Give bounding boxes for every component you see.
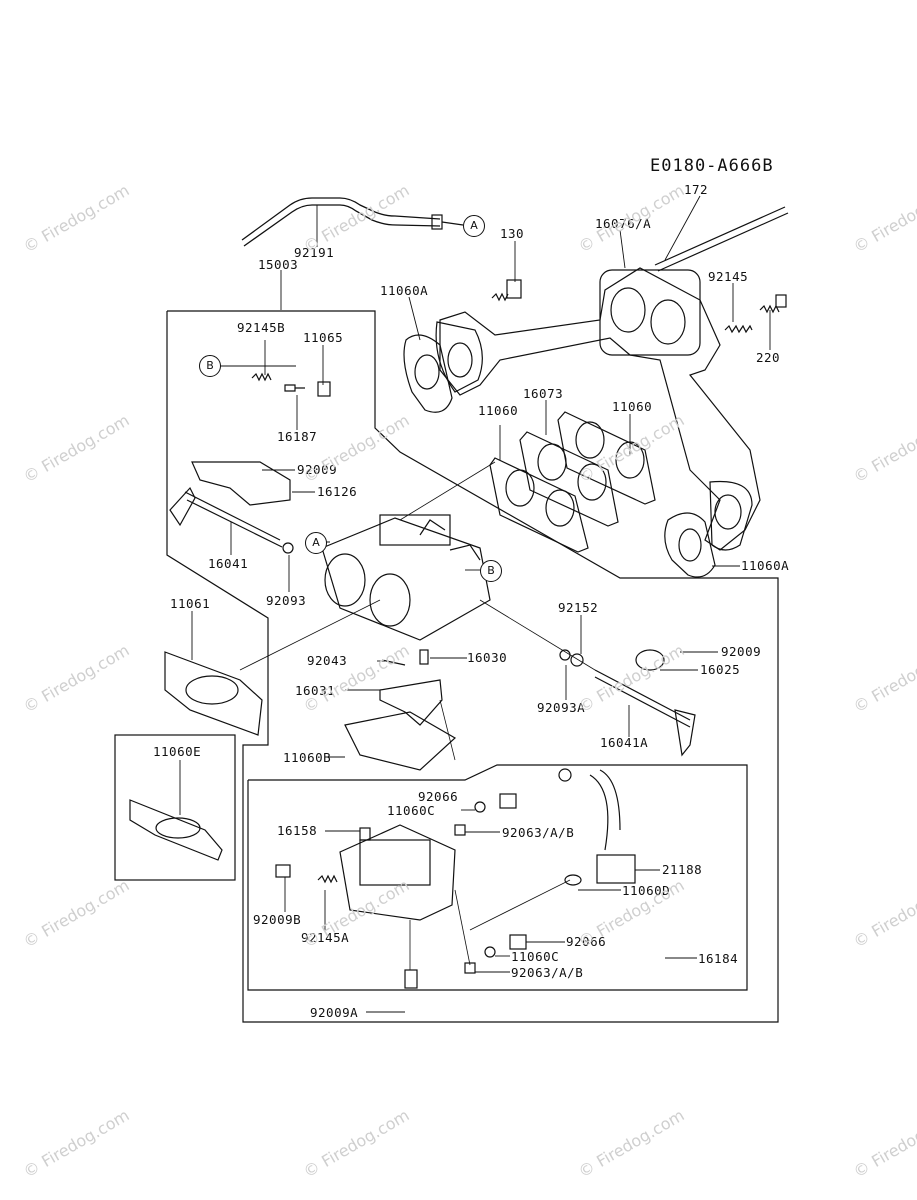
spring-92145B [251, 372, 272, 382]
fuel-tube-92191 [241, 197, 464, 247]
float-bowl [339, 824, 456, 989]
label-130: 130 [500, 226, 525, 241]
label-11060C-top: 11060C [387, 803, 436, 818]
label-11060B: 11060B [283, 750, 332, 765]
needle-16030 [419, 649, 429, 665]
gasket-11060-right [557, 411, 656, 505]
carburetor-body [321, 514, 491, 641]
assembly-outline-15003 [166, 310, 779, 1023]
plate-16126 [191, 461, 291, 506]
oring-11060D [564, 874, 582, 886]
callout-a-mid: A [305, 532, 327, 554]
part-11065 [317, 381, 331, 397]
choke-shaft-16041A [594, 669, 696, 757]
gasket-11060E [129, 799, 223, 861]
spacer-16073 [519, 431, 619, 527]
label-11060E: 11060E [153, 744, 202, 759]
jet-92063-top [454, 824, 466, 836]
label-16041A: 16041A [600, 735, 649, 750]
gasket-11060A-right [664, 512, 716, 578]
label-16030: 16030 [467, 650, 508, 665]
label-16126: 16126 [317, 484, 358, 499]
spring-92145A [317, 874, 338, 884]
screw-92009B [275, 864, 291, 878]
float-16031 [379, 679, 443, 726]
gasket-11060-left [489, 457, 589, 553]
gasket-11061 [164, 651, 263, 736]
label-11060-right: 11060 [612, 399, 653, 414]
oring-11060C-bottom [484, 946, 496, 958]
spring-92145 [724, 324, 753, 334]
label-92066-bottom: 92066 [566, 934, 607, 949]
label-16073: 16073 [523, 386, 564, 401]
gasket-11060B [344, 711, 457, 771]
alignment-lines [239, 461, 596, 970]
screw-16187 [284, 384, 305, 392]
label-11060C-bottom: 11060C [511, 949, 560, 964]
label-92066-top: 92066 [418, 789, 459, 804]
plug-16158 [359, 827, 371, 841]
label-16158: 16158 [277, 823, 318, 838]
label-11060D: 11060D [622, 883, 671, 898]
label-16041: 16041 [208, 556, 249, 571]
callout-a-top: A [463, 215, 485, 237]
bushing-92093 [282, 542, 294, 554]
label-220: 220 [756, 350, 781, 365]
assembly-outline-11060E [114, 734, 236, 881]
label-92152: 92152 [558, 600, 599, 615]
oring-11060C-top [474, 801, 486, 813]
solenoid-21188 [558, 768, 636, 884]
label-16031: 16031 [295, 683, 336, 698]
stud-172 [654, 206, 789, 272]
label-16076: 16076/A [595, 216, 652, 231]
choke-plate-16025 [635, 649, 665, 671]
label-11060-left: 11060 [478, 403, 519, 418]
callout-b-mid: B [480, 560, 502, 582]
label-92063-top: 92063/A/B [502, 825, 575, 840]
pin-92043 [381, 659, 406, 666]
label-11061: 11061 [170, 596, 211, 611]
label-172: 172 [684, 182, 709, 197]
label-92093A: 92093A [537, 700, 586, 715]
assembly-outline-16184 [247, 764, 748, 991]
seal-92152 [570, 653, 584, 667]
label-11065: 11065 [303, 330, 344, 345]
label-92009-right: 92009 [721, 644, 762, 659]
label-92145A: 92145A [301, 930, 350, 945]
label-92145B: 92145B [237, 320, 286, 335]
label-92009A: 92009A [310, 1005, 359, 1020]
label-92191: 92191 [294, 245, 335, 260]
callout-b-left: B [199, 355, 221, 377]
label-92009B: 92009B [253, 912, 302, 927]
label-16187: 16187 [277, 429, 318, 444]
leader-lines [179, 195, 771, 1013]
label-15003: 15003 [258, 257, 299, 272]
label-16184: 16184 [698, 951, 739, 966]
label-21188: 21188 [662, 862, 703, 877]
label-92063-bottom: 92063/A/B [511, 965, 584, 980]
diagram-code: E0180-A666B [650, 156, 774, 176]
plug-92066-top [499, 793, 517, 809]
label-92043: 92043 [307, 653, 348, 668]
plug-92066-bottom [509, 934, 527, 950]
screw-220 [759, 294, 787, 314]
label-11060A-top: 11060A [380, 283, 429, 298]
label-11060A-right: 11060A [741, 558, 790, 573]
label-92145: 92145 [708, 269, 749, 284]
throttle-shaft-16041 [169, 486, 283, 548]
intake-manifold [435, 267, 761, 551]
label-92009-top: 92009 [297, 462, 338, 477]
label-92093: 92093 [266, 593, 307, 608]
bolt-130 [491, 279, 522, 302]
gasket-11060A-top [403, 334, 453, 413]
label-16025: 16025 [700, 662, 741, 677]
